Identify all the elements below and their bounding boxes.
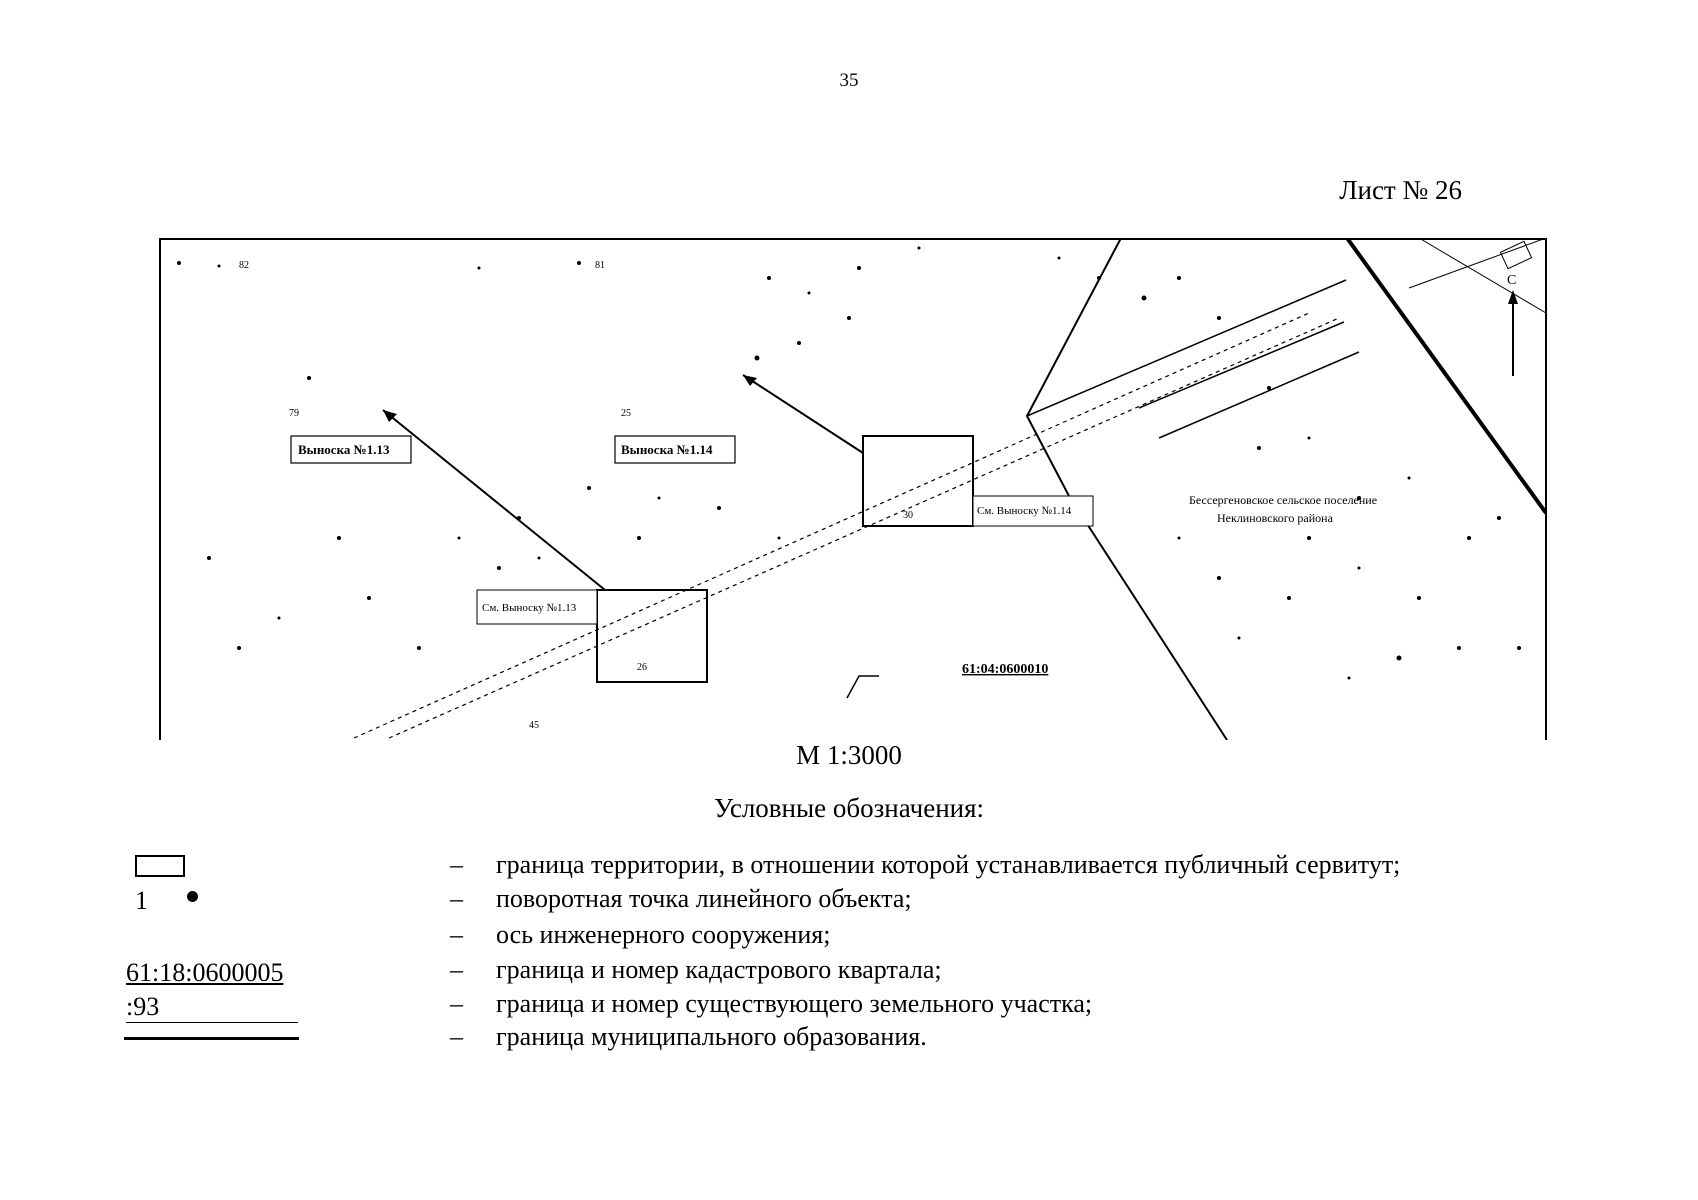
map-speckles — [177, 246, 1521, 680]
structure-axis-2 — [388, 317, 1340, 739]
north-box — [1499, 240, 1533, 270]
parcel-line — [1418, 238, 1547, 314]
legend-item-text: ось инженерного сооружения; — [496, 920, 831, 949]
legend-item: – границa территории, в отношении которой… — [450, 850, 1400, 880]
point-label: 25 — [621, 408, 631, 419]
legend-item: – ось инженерного сооружения; — [450, 920, 830, 950]
point-label: 26 — [637, 662, 647, 673]
point-label: 81 — [595, 260, 605, 271]
legend-dash: – — [450, 884, 463, 913]
municipal-boundary — [1345, 238, 1547, 515]
legend-dash: – — [450, 920, 463, 949]
structure-axis — [353, 312, 1310, 739]
legend-item-text: граница и номер существующего земельного… — [496, 989, 1093, 1018]
legend-parcel-sample: :93 — [126, 992, 160, 1021]
servitude-box-1-14 — [862, 435, 974, 527]
legend-dash: – — [450, 1022, 463, 1051]
legend-item: – граница и номер кадастрового квартала; — [450, 955, 942, 985]
legend-item-text: границa территории, в отношении которой … — [496, 850, 1401, 879]
legend-point-number: 1 — [135, 886, 148, 915]
legend-symbol-municipal-line — [124, 1037, 299, 1040]
parcel-line-2 — [1408, 238, 1547, 289]
road-line-2 — [1158, 351, 1360, 439]
municipality-label-2: Неклиновского района — [1217, 511, 1334, 525]
legend-item: – поворотная точка линейного объекта; — [450, 884, 912, 914]
north-letter: С — [1507, 273, 1516, 288]
servitude-box-1-13 — [596, 589, 708, 683]
legend-quarter-sample: 61:18:0600005 — [126, 958, 284, 987]
see-callout-label-1-14: См. Выноску №1.14 — [977, 505, 1072, 517]
page-number: 35 — [839, 70, 859, 91]
legend-dash: – — [450, 989, 463, 1018]
legend-item: – граница и номер существующего земельног… — [450, 989, 1092, 1019]
map-canvas: Выноска №1.13 Выноска №1.14 См. Выноску … — [159, 238, 1547, 740]
parcel-leader — [846, 675, 879, 699]
point-label: 30 — [903, 510, 913, 521]
map-scale: М 1:3000 — [796, 740, 902, 770]
legend-item-text: граница и номер кадастрового квартала; — [496, 955, 942, 984]
road-line-1 — [1138, 321, 1345, 409]
callout-label-1-13: Выноска №1.13 — [298, 442, 390, 457]
point-label: 79 — [289, 408, 299, 419]
legend-symbol-parcel-line — [126, 1022, 298, 1023]
legend-symbol-servitude-box — [135, 855, 185, 877]
legend-title: Условные обозначения: — [713, 793, 985, 823]
legend-dash: – — [450, 955, 463, 984]
callout-label-1-14: Выноска №1.14 — [621, 442, 713, 457]
legend-symbol-point-dot — [187, 891, 198, 902]
sheet-title: Лист № 26 — [1339, 175, 1462, 205]
callout-arrowhead-1-13 — [383, 410, 397, 422]
quarter-boundary — [1025, 238, 1228, 740]
point-label: 82 — [239, 260, 249, 271]
legend-item: – граница муниципального образования. — [450, 1022, 927, 1052]
north-arrowhead — [1508, 290, 1518, 304]
callout-arrow-1-14 — [742, 374, 864, 454]
municipality-label-1: Бессергеновское сельское поселение — [1189, 493, 1377, 507]
callout-arrow-1-13 — [382, 409, 606, 591]
quarter-boundary-2 — [1026, 279, 1347, 417]
see-callout-frame-1-14 — [972, 495, 1094, 527]
legend-item-text: поворотная точка линейного объекта; — [496, 884, 912, 913]
callout-frame-1-14 — [614, 435, 736, 464]
quarter-number-label: 61:04:0600010 — [962, 662, 1048, 677]
legend-dash: – — [450, 850, 463, 879]
callout-frame-1-13 — [290, 435, 412, 464]
callout-arrowhead-1-14 — [743, 375, 757, 386]
point-label: 45 — [529, 720, 539, 731]
see-callout-label-1-13: См. Выноску №1.13 — [482, 602, 577, 614]
legend-item-text: граница муниципального образования. — [496, 1022, 927, 1051]
see-callout-frame-1-13 — [476, 589, 598, 625]
